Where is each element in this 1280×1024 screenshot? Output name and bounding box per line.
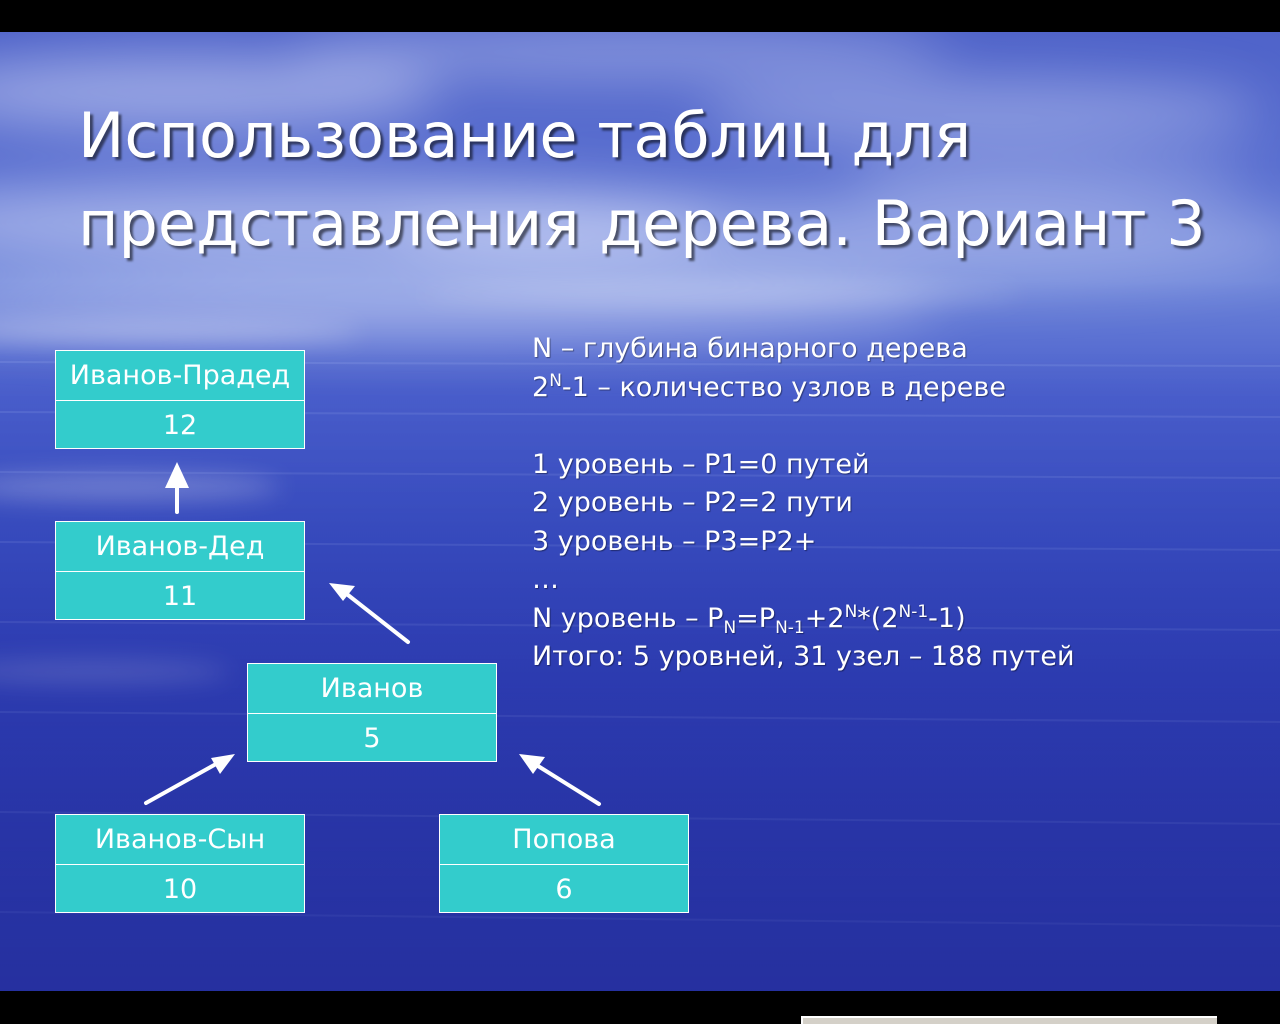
info-blank-line — [532, 407, 1252, 446]
info-text-run: 2 — [532, 371, 550, 403]
info-text-run: -1 – количество узлов в дереве — [561, 371, 1006, 403]
info-text-run: N – глубина бинарного дерева — [532, 333, 968, 364]
info-text-run: 3 уровень – P3=P2+ — [532, 525, 817, 557]
info-line: … — [532, 561, 1252, 600]
node-ivanov-ded: Иванов-Дед 11 — [55, 521, 305, 620]
node-id: 11 — [162, 581, 198, 612]
info-line: Итого: 5 уровней, 31 узел – 188 путей — [532, 638, 1252, 677]
info-text-run: … — [532, 564, 559, 595]
node-ivanov-praded: Иванов-Прадед 12 — [55, 350, 305, 449]
info-line: 2 уровень – P2=2 пути — [532, 484, 1252, 523]
info-line: N – глубина бинарного дерева — [532, 330, 1252, 369]
node-id: 6 — [555, 874, 573, 905]
info-line-formula: N уровень – PN=PN-1+2N*(2N-1-1) — [532, 600, 1252, 639]
info-line: 1 уровень – P1=0 путей — [532, 446, 1252, 485]
info-line: 2N-1 – количество узлов в дереве — [532, 369, 1252, 408]
info-text-run: 2 уровень – P2=2 пути — [532, 487, 853, 518]
info-text-run: 1 уровень – P1=0 путей — [532, 448, 870, 480]
superscript: N — [844, 601, 858, 622]
info-text-run: =P — [736, 602, 776, 634]
info-text-run: +2 — [804, 602, 845, 634]
subscript: N — [723, 617, 737, 638]
node-ivanov: Иванов 5 — [247, 663, 497, 762]
node-id: 5 — [363, 723, 381, 754]
taskbar-window-edge — [801, 1016, 1217, 1024]
info-text-run: *(2 — [857, 602, 899, 634]
node-id: 10 — [162, 874, 198, 905]
node-name: Иванов — [248, 664, 496, 714]
slide-title-line-2: представления дерева. Вариант 3 — [78, 187, 1206, 260]
node-id: 12 — [162, 410, 198, 441]
info-text-run: -1) — [928, 602, 966, 634]
superscript: N — [549, 370, 562, 391]
info-text-run: Итого: 5 уровней, 31 узел – 188 путей — [532, 641, 1075, 672]
info-text: N – глубина бинарного дерева 2N-1 – коли… — [532, 330, 1252, 677]
subscript: N-1 — [775, 617, 805, 638]
node-ivanov-syn: Иванов-Сын 10 — [55, 814, 305, 913]
node-name: Иванов-Сын — [56, 815, 304, 865]
node-name: Иванов-Дед — [56, 522, 304, 572]
superscript: N-1 — [898, 601, 929, 622]
info-text-run: N уровень – P — [532, 602, 724, 634]
presentation-slide: Использование таблиц для представления д… — [0, 32, 1280, 991]
info-line: 3 уровень – P3=P2+ — [532, 523, 1252, 562]
slide-title: Использование таблиц для представления д… — [78, 92, 1258, 268]
node-name: Попова — [440, 815, 688, 865]
node-name: Иванов-Прадед — [56, 351, 304, 401]
slide-title-line-1: Использование таблиц для — [78, 99, 972, 172]
node-popova: Попова 6 — [439, 814, 689, 913]
